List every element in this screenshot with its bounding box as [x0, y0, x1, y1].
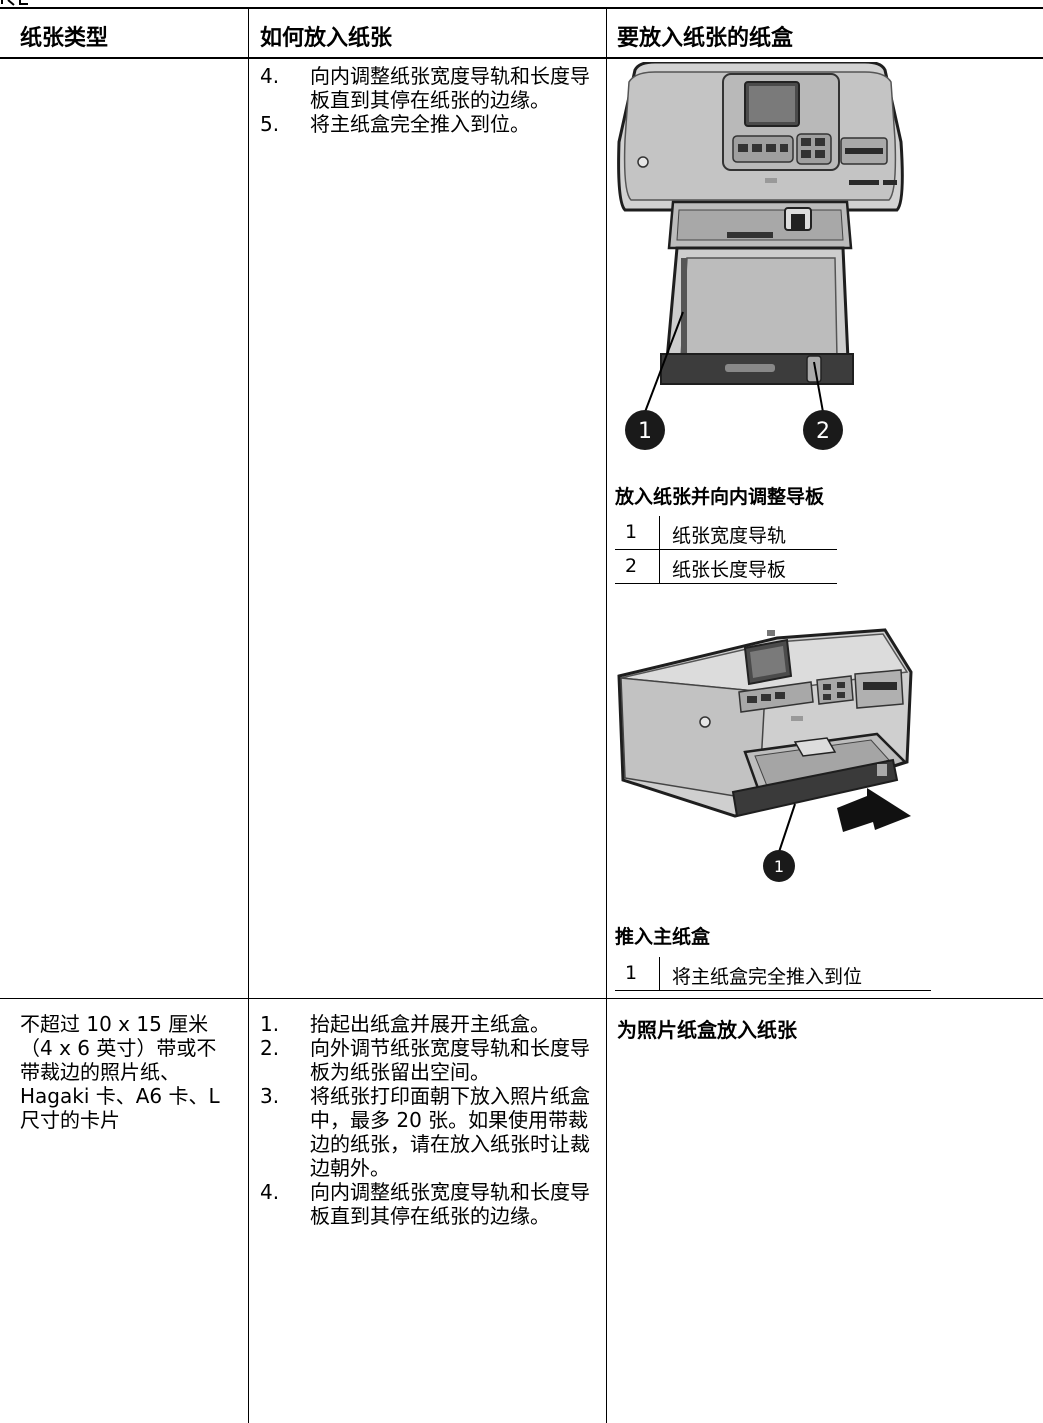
header-tray: 要放入纸张的纸盒 [617, 26, 794, 51]
header-paper-type: 纸张类型 [20, 26, 109, 51]
cut-off-text-fragment [0, 0, 34, 6]
legend-number: 1 [625, 962, 638, 984]
step-item: 4. 向内调整纸张宽度导轨和长度导板直到其停在纸张的边缘。 [260, 64, 600, 112]
legend-number: 2 [625, 555, 638, 577]
step-item: 2. 向外调节纸张宽度导轨和长度导板为纸张留出空间。 [260, 1036, 600, 1084]
figure2-caption: 推入主纸盒 [615, 926, 711, 948]
header-bottom-rule [0, 57, 1043, 59]
step-number: 3. [260, 1084, 280, 1108]
figure1-legend: 1 纸张宽度导轨 2 纸张长度导板 [615, 516, 837, 584]
step-item: 4. 向内调整纸张宽度导轨和长度导板直到其停在纸张的边缘。 [260, 1180, 600, 1228]
printer-front-illustration: 1 2 [617, 62, 904, 450]
step-number: 2. [260, 1036, 280, 1060]
step-item: 1. 抬起出纸盒并展开主纸盒。 [260, 1012, 600, 1036]
step-item: 3. 将纸张打印面朝下放入照片纸盒中，最多 20 张。如果使用带裁边的纸张，请在… [260, 1084, 600, 1180]
callout-2: 2 [816, 419, 830, 444]
column-divider-1 [248, 7, 249, 1423]
step-number: 4. [260, 64, 280, 88]
legend-number: 1 [625, 521, 638, 543]
step-text: 将主纸盒完全推入到位。 [310, 112, 530, 136]
row2-steps: 1. 抬起出纸盒并展开主纸盒。 2. 向外调节纸张宽度导轨和长度导板为纸张留出空… [260, 1012, 600, 1228]
legend-text: 纸张长度导板 [672, 559, 787, 581]
column-divider-2 [606, 7, 607, 1423]
step-text: 向内调整纸张宽度导轨和长度导板直到其停在纸张的边缘。 [310, 64, 590, 112]
step-number: 1. [260, 1012, 280, 1036]
legend-row: 1 将主纸盒完全推入到位 [615, 957, 931, 991]
paper-type-description: 不超过 10 x 15 厘米（4 x 6 英寸）带或不带裁边的照片纸、Hagak… [20, 1012, 220, 1132]
step-text: 向外调节纸张宽度导轨和长度导板为纸张留出空间。 [310, 1036, 590, 1084]
figure2-legend: 1 将主纸盒完全推入到位 [615, 957, 931, 991]
callout-1: 1 [774, 857, 784, 876]
figure1-caption: 放入纸张并向内调整导板 [615, 486, 825, 508]
table-top-rule [0, 7, 1043, 9]
step-text: 将纸张打印面朝下放入照片纸盒中，最多 20 张。如果使用带裁边的纸张，请在放入纸… [310, 1084, 590, 1180]
legend-text: 纸张宽度导轨 [672, 525, 787, 547]
legend-text: 将主纸盒完全推入到位 [672, 966, 863, 988]
callout-1: 1 [638, 419, 652, 444]
step-item: 5. 将主纸盒完全推入到位。 [260, 112, 600, 136]
legend-row: 1 纸张宽度导轨 [615, 516, 837, 550]
step-number: 5. [260, 112, 280, 136]
step-text: 抬起出纸盒并展开主纸盒。 [310, 1012, 550, 1036]
photo-tray-title: 为照片纸盒放入纸张 [617, 1018, 797, 1042]
header-how-to-load: 如何放入纸张 [260, 26, 393, 51]
step-number: 4. [260, 1180, 280, 1204]
printer-angled-illustration: 1 [617, 628, 913, 882]
row1-steps: 4. 向内调整纸张宽度导轨和长度导板直到其停在纸张的边缘。 5. 将主纸盒完全推… [260, 64, 600, 136]
step-text: 向内调整纸张宽度导轨和长度导板直到其停在纸张的边缘。 [310, 1180, 590, 1228]
row-divider [0, 998, 1043, 999]
legend-row: 2 纸张长度导板 [615, 550, 837, 584]
